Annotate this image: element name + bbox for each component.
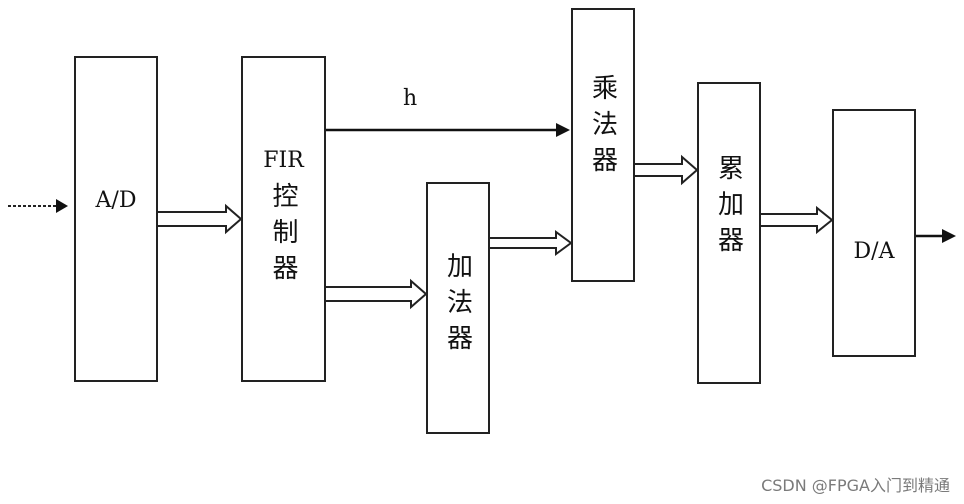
arrow-multiplier-to-accumulator — [635, 154, 699, 186]
watermark-text: CSDN @FPGA入门到精通 — [761, 476, 950, 495]
multiplier-block: 乘法器 — [571, 8, 635, 282]
accumulator-label: 累加器 — [713, 154, 744, 262]
arrow-fir-to-multiplier — [325, 123, 570, 137]
fir-label: FIR — [263, 148, 304, 173]
accumulator-block: 累加器 — [697, 82, 761, 384]
da-converter-block: D/A — [832, 109, 916, 357]
arrow-accumulator-to-da — [760, 205, 834, 235]
fir-controller-block: FIR 控制器 — [241, 56, 326, 382]
arrow-ad-to-fir — [157, 203, 243, 235]
input-arrow — [8, 199, 68, 213]
arrow-fir-to-adder — [325, 278, 428, 310]
ad-converter-block: A/D — [74, 56, 158, 382]
fir-controller-label: 控制器 — [268, 182, 298, 290]
ad-label: A/D — [95, 188, 137, 213]
arrow-adder-to-multiplier — [490, 230, 573, 256]
multiplier-label: 乘法器 — [587, 74, 618, 182]
da-label: D/A — [853, 239, 895, 264]
h-edge-label: h — [403, 86, 418, 111]
output-arrow — [916, 229, 956, 243]
adder-label: 加法器 — [442, 252, 473, 360]
adder-block: 加法器 — [426, 182, 490, 434]
